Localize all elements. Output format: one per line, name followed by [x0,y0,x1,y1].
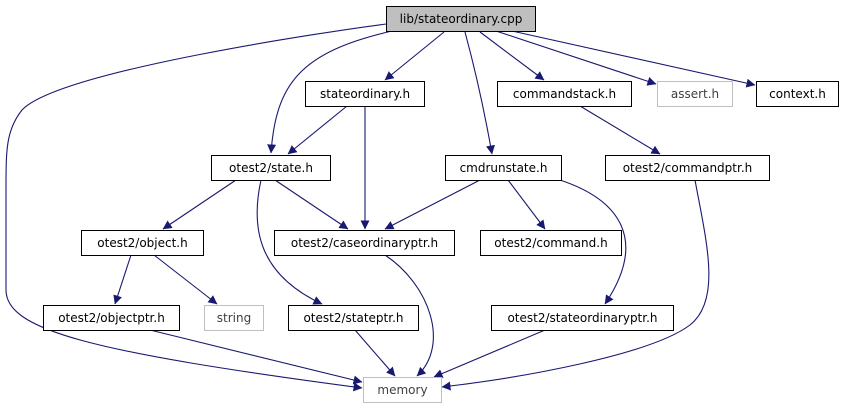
edge-objectptr_h-to-memory [149,329,363,385]
edge-root-to-state_h [267,30,393,154]
node-state-h[interactable]: otest2/state.h [211,155,331,181]
node-label: string [217,311,251,325]
node-label: otest2/stateordinaryptr.h [507,311,657,325]
node-label: memory [377,383,427,397]
node-string: string [204,305,264,331]
edge-stateordinaryptr_h-to-memory [433,329,546,378]
node-box [274,230,455,256]
node-stateordinary-h[interactable]: stateordinary.h [305,81,425,107]
edge-cmdrunstate_h-to-caseordinaryptr_h [384,179,481,230]
edge-root-to-commandstack_h [479,31,545,81]
node-context-h[interactable]: context.h [756,81,839,107]
node-command-h[interactable]: otest2/command.h [480,230,622,256]
node-box [497,81,632,107]
edge-root-to-memory [5,23,387,392]
node-label: cmdrunstate.h [460,161,548,175]
node-box [363,377,442,403]
edge-state_h-to-caseordinaryptr_h [274,179,349,230]
edge-stateordinary_h-to-state_h [287,105,348,155]
edge-object_h-to-string [153,254,218,305]
node-label: otest2/stateptr.h [303,311,403,325]
edges-layer [5,23,756,392]
node-cmdrunstate-h[interactable]: cmdrunstate.h [445,155,562,181]
node-label: otest2/commandptr.h [623,161,753,175]
edge-commandptr_h-to-memory [441,179,710,391]
node-label: assert.h [671,87,719,101]
node-stateptr-h[interactable]: otest2/stateptr.h [288,305,419,331]
edge-commandstack_h-to-commandptr_h [579,105,661,155]
edge-object_h-to-objectptr_h [113,254,132,305]
node-label: otest2/caseordinaryptr.h [291,236,438,250]
edge-root-to-cmdrunstate_h [464,31,495,155]
edge-caseordinaryptr_h-to-memory [384,254,434,377]
node-box [305,81,425,107]
edge-root-to-context_h [511,30,756,88]
node-label: stateordinary.h [320,87,410,101]
node-box [81,230,204,256]
edge-stateptr_h-to-memory [354,329,396,377]
node-box [605,155,770,181]
edge-root-to-assert_h [495,30,657,86]
node-label: commandstack.h [513,87,616,101]
node-label: context.h [769,87,826,101]
node-commandptr-h[interactable]: otest2/commandptr.h [605,155,770,181]
node-box [288,305,419,331]
node-box [756,81,839,107]
nodes-layer: lib/stateordinary.cpp stateordinary.h comm… [43,6,839,403]
node-label: otest2/state.h [229,161,313,175]
node-object-h[interactable]: otest2/object.h [81,230,204,256]
node-box [204,305,264,331]
edge-state_h-to-object_h [162,179,237,230]
node-box [491,305,674,331]
node-root[interactable]: lib/stateordinary.cpp [386,6,536,32]
edge-root-to-stateordinary_h [384,31,445,81]
edge-state_h-to-stateptr_h [256,179,323,305]
node-label: otest2/objectptr.h [58,311,165,325]
node-box [43,305,180,331]
node-label: otest2/object.h [97,236,187,250]
node-assert-h: assert.h [657,81,733,107]
node-box [386,6,536,32]
edge-cmdrunstate_h-to-stateordinaryptr_h [559,179,627,305]
node-objectptr-h[interactable]: otest2/objectptr.h [43,305,180,331]
node-caseordinaryptr-h[interactable]: otest2/caseordinaryptr.h [274,230,455,256]
node-label: lib/stateordinary.cpp [400,12,523,26]
node-box [480,230,622,256]
node-label: otest2/command.h [494,236,607,250]
node-box [211,155,331,181]
node-box [657,81,733,107]
edge-cmdrunstate_h-to-command_h [507,179,546,230]
node-memory: memory [363,377,442,403]
node-commandstack-h[interactable]: commandstack.h [497,81,632,107]
node-stateordinaryptr-h[interactable]: otest2/stateordinaryptr.h [491,305,674,331]
node-box [445,155,562,181]
